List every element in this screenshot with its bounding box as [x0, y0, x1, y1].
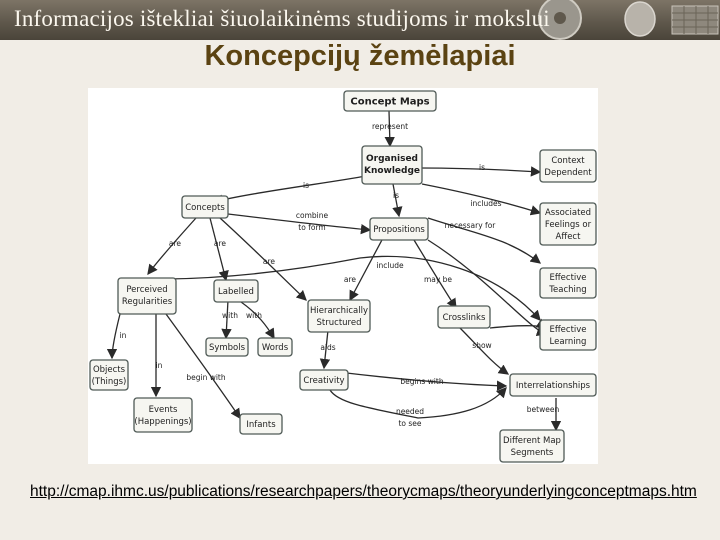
slide-title: Koncepcijų žemėlapiai	[204, 40, 516, 72]
link-begins-with-creativity: begins with	[400, 377, 443, 386]
node-propositions: Propositions	[373, 225, 425, 235]
link-are-hier-from-props: are	[344, 275, 357, 284]
node-concept-maps: Concept Maps	[350, 97, 429, 108]
node-words: Words	[262, 343, 289, 353]
node-infants: Infants	[246, 420, 276, 430]
source-link[interactable]: http://cmap.ihmc.us/publications/researc…	[30, 483, 697, 500]
banner-title: Informacijos ištekliai šiuolaikinėms stu…	[14, 6, 550, 31]
node-crosslinks: Crosslinks	[443, 313, 486, 323]
link-may-be: may be	[424, 275, 452, 284]
link-show: show	[472, 341, 491, 350]
link-necessary-for: necessary for	[445, 221, 497, 230]
link-is-context: is	[479, 163, 485, 172]
link-include: include	[376, 261, 404, 270]
link-is-propositions: is	[393, 191, 399, 200]
link-between: between	[527, 405, 560, 414]
link-are-perceived: are	[169, 239, 182, 248]
mouse-icon	[624, 1, 656, 37]
link-are-labelled: are	[214, 239, 227, 248]
link-are-hier-from-concepts: are	[263, 257, 276, 266]
node-interrelationships: Interrelationships	[516, 381, 591, 391]
link-is-concepts: is	[303, 181, 309, 190]
node-concepts: Concepts	[185, 203, 225, 213]
link-with-words: with	[246, 311, 262, 320]
node-labelled: Labelled	[218, 287, 254, 297]
link-in-objects: in	[120, 331, 127, 340]
link-in-events: in	[156, 361, 163, 370]
link-begin-with-infants: begin with	[186, 373, 226, 382]
link-represent: represent	[372, 122, 408, 131]
node-creativity: Creativity	[303, 376, 344, 386]
banner-decoration	[538, 0, 719, 40]
node-symbols: Symbols	[209, 343, 246, 353]
node-events: Events(Happenings)	[134, 405, 191, 427]
link-includes: includes	[470, 199, 501, 208]
node-objects: Objects(Things)	[92, 365, 127, 387]
link-with-symbols: with	[222, 311, 238, 320]
header-banner: Informacijos ištekliai šiuolaikinėms stu…	[0, 0, 720, 40]
link-aids: aids	[320, 343, 335, 352]
